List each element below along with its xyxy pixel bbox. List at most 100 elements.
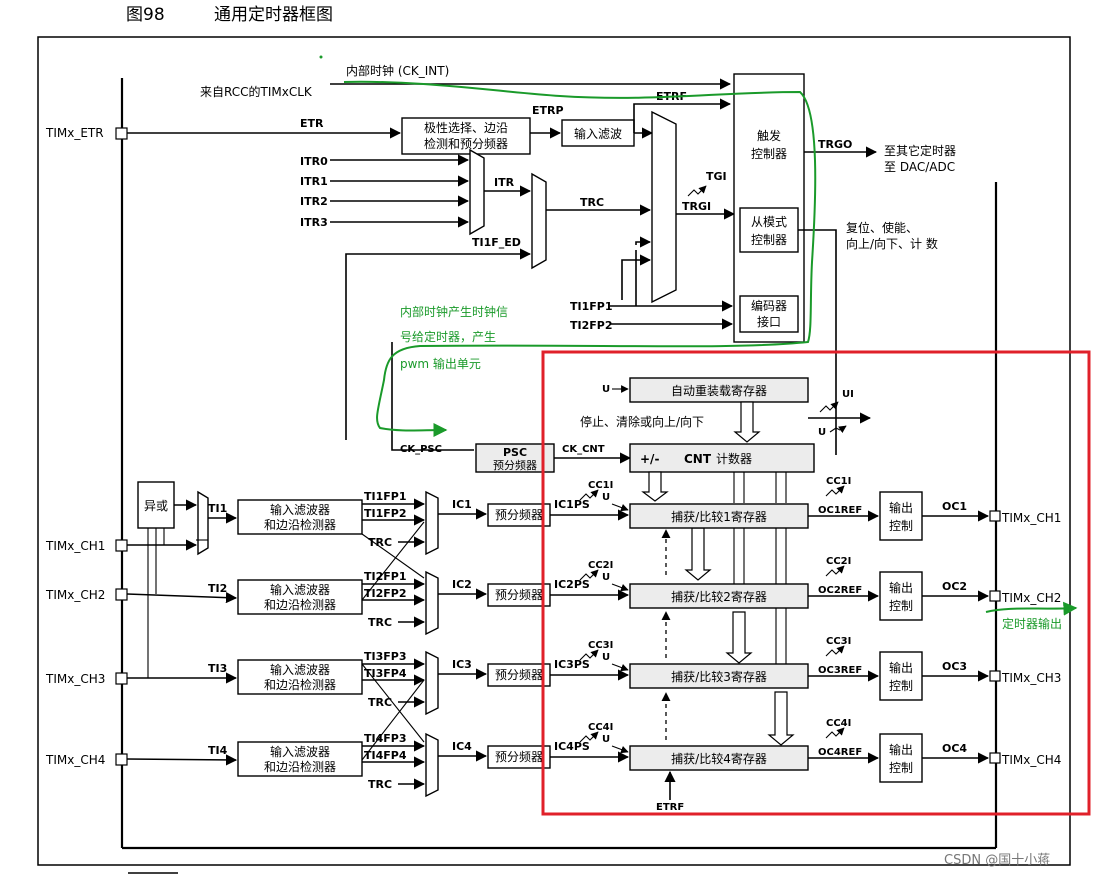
cc1-register xyxy=(629,503,809,529)
cc3i-label: CC3I xyxy=(588,640,613,651)
timer-output-label: 定时器输出 xyxy=(1002,616,1062,631)
polarity-line2: 检测和预分频器 xyxy=(424,136,508,151)
itr1-label: ITR1 xyxy=(300,175,328,188)
etrp-label: ETRP xyxy=(532,104,564,117)
ch4-fp2-label: TI4FP4 xyxy=(364,749,407,762)
arr-u-label: U xyxy=(602,384,610,395)
note-line-3: pwm 输出单元 xyxy=(400,356,481,371)
cc1-register-label: 捕获/比较1寄存器 xyxy=(671,509,767,524)
itr3-label: ITR3 xyxy=(300,216,328,229)
ch4-fp1-label: TI4FP3 xyxy=(364,732,406,745)
ch2-u-label: U xyxy=(602,572,610,583)
ch1-trc-label: TRC xyxy=(368,536,392,549)
ck-int-label: 内部时钟 (CK_INT) xyxy=(346,63,449,78)
xor-box xyxy=(137,481,175,529)
ti1fp1-label: TI1FP1 xyxy=(570,300,612,313)
oc3ref-label: OC3REF xyxy=(818,665,862,676)
ch2-prescaler-label: 预分频器 xyxy=(495,588,543,602)
figure-frame xyxy=(37,36,1071,866)
etr-pin-label: TIMx_ETR xyxy=(45,126,104,140)
trgo-label: TRGO xyxy=(818,138,852,151)
cc3-register-label: 捕获/比较3寄存器 xyxy=(671,669,767,684)
trgo-dest-2: 至 DAC/ADC xyxy=(884,160,955,174)
ck-cnt-label: CK_CNT xyxy=(562,444,605,455)
ic1-label: IC1 xyxy=(452,498,472,511)
ti3-label: TI3 xyxy=(208,662,227,675)
ch1-prescaler-label: 预分频器 xyxy=(495,508,543,522)
ch4-output-line1: 输出 xyxy=(889,742,913,757)
oc3-label: OC3 xyxy=(942,660,967,673)
cc2i-label: CC2I xyxy=(588,560,613,571)
cc4i-label: CC4I xyxy=(588,722,613,733)
ch2-filter-line2: 和边沿检测器 xyxy=(264,597,336,612)
ch1-input-label: TIMx_CH1 xyxy=(45,539,105,553)
arr-label: 自动重装载寄存器 xyxy=(671,383,767,398)
trc-label: TRC xyxy=(580,196,604,209)
ch3-u-label: U xyxy=(602,652,610,663)
ic3ps-label: IC3PS xyxy=(554,658,590,671)
ch1-input-mux xyxy=(425,490,439,556)
ch1-output-line1: 输出 xyxy=(889,500,913,515)
ti1-label: TI1 xyxy=(208,502,227,515)
figure-number: 图98 xyxy=(126,5,165,25)
ch4-filter-line1: 输入滤波器 xyxy=(270,744,330,759)
timer-output-arrow xyxy=(985,601,1078,616)
ch4-input-label: TIMx_CH4 xyxy=(45,753,105,767)
ch2-output-label: TIMx_CH2 xyxy=(1001,591,1061,605)
ch4-input-pin xyxy=(115,753,128,766)
ch1-input-pin xyxy=(115,539,128,552)
ch2-output-line1: 输出 xyxy=(889,580,913,595)
itr-mux xyxy=(469,148,485,236)
ch4-output-label: TIMx_CH4 xyxy=(1001,753,1061,767)
ic4ps-label: IC4PS xyxy=(554,740,590,753)
psc-box xyxy=(475,443,555,473)
cc2i-out-label: CC2I xyxy=(826,556,851,567)
ch3-fp2-label: TI3FP4 xyxy=(364,667,407,680)
psc-sub-label: 预分频器 xyxy=(493,458,537,472)
ch3-output-label: TIMx_CH3 xyxy=(1001,671,1061,685)
ch3-filter-box xyxy=(237,659,363,695)
ch3-fp1-label: TI3FP3 xyxy=(364,650,406,663)
oc1-label: OC1 xyxy=(942,500,967,513)
polarity-line1: 极性选择、边沿 xyxy=(424,121,508,135)
slave-output-line xyxy=(798,229,837,455)
cc4-register-label: 捕获/比较4寄存器 xyxy=(671,751,767,766)
ch1-output-label: TIMx_CH1 xyxy=(1001,511,1061,525)
annotation-green-curve xyxy=(343,80,817,438)
ch4-u-label: U xyxy=(602,734,610,745)
input-filter-label: 输入滤波 xyxy=(574,126,622,141)
cnt-counter xyxy=(629,443,815,473)
ch3-output-line1: 输出 xyxy=(889,660,913,675)
ck-psc-label: CK_PSC xyxy=(400,444,442,455)
oc1ref-label: OC1REF xyxy=(818,505,862,516)
cnt-sub-label: 计数器 xyxy=(716,451,752,466)
ch3-output-pin xyxy=(989,670,1001,682)
cc2-register xyxy=(629,583,809,609)
ch3-filter-line1: 输入滤波器 xyxy=(270,662,330,677)
cc3-register xyxy=(629,663,809,689)
encoder-interface xyxy=(739,295,799,333)
ti4-label: TI4 xyxy=(208,744,228,757)
ch3-filter-line2: 和边沿检测器 xyxy=(264,677,336,692)
ch4-output-control xyxy=(879,733,923,783)
trigger-ctrl-line2: 控制器 xyxy=(751,147,787,161)
slave-note-1: 复位、使能、 xyxy=(846,220,918,235)
slave-controller xyxy=(739,207,799,253)
ch2-output-pin xyxy=(989,590,1001,602)
tgi-label: TGI xyxy=(706,170,727,183)
ch1-output-pin xyxy=(989,510,1001,522)
ic4-label: IC4 xyxy=(452,740,472,753)
pwm-highlight-box xyxy=(541,350,1091,816)
oc4-label: OC4 xyxy=(942,742,967,755)
ch2-filter-line1: 输入滤波器 xyxy=(270,582,330,597)
note-line-2: 号给定时器，产生 xyxy=(400,329,496,344)
oc2ref-label: OC2REF xyxy=(818,585,862,596)
cc4i-out-label: CC4I xyxy=(826,718,851,729)
trc-mux xyxy=(531,172,547,270)
cc1i-out-label: CC1I xyxy=(826,476,851,487)
ch3-input-mux xyxy=(425,650,439,716)
ch3-output-line2: 控制 xyxy=(889,679,913,693)
cnt-pm-label: +/- xyxy=(640,452,659,466)
itr-out-label: ITR xyxy=(494,176,515,189)
ch2-trc-label: TRC xyxy=(368,616,392,629)
